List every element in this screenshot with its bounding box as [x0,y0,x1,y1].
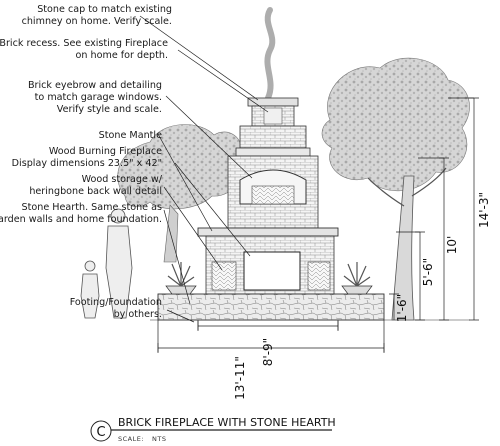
fireplace-lower [205,235,335,295]
detail-badge [90,420,112,442]
fireplace-chimney [235,97,311,157]
scale-value: NTS [152,435,166,443]
dim-fireplace-width: 8'-9" [261,338,275,366]
dim-mantle-height: 10' [445,236,459,255]
note-wood-storage: Wood storage w/heringbone back wall deta… [29,174,162,197]
right-planter [341,262,373,295]
dim-overall-height: 14'-3" [477,192,491,228]
right-tree [321,57,470,321]
human-scale-figures [80,208,133,319]
fireplace-body [227,155,319,229]
dim-hearth-height: 1'-6" [395,294,409,322]
left-tree [117,124,244,263]
firebox-opening [243,251,301,291]
note-stone-mantle: Stone Mantle [99,130,162,141]
title-text: BRICK FIREPLACE WITH STONE HEARTH [118,416,336,429]
stone-cap [247,97,299,107]
dim-firebox-height: 5'-6" [421,258,435,286]
dim-overall-width: 13'-11" [233,356,247,400]
stone-mantle [197,227,339,237]
stone-hearth [157,293,385,321]
brick-recess [263,107,283,125]
wood-storage-right [307,261,331,291]
dimension-lines [157,97,479,353]
detail-badge-letter: C [96,425,105,440]
scale-label: SCALE: [118,435,144,443]
left-planter [165,262,197,295]
herringbone-panel [251,185,295,205]
wood-storage-left [211,261,237,291]
smoke-plume [264,7,276,101]
leader-lines [139,15,269,323]
